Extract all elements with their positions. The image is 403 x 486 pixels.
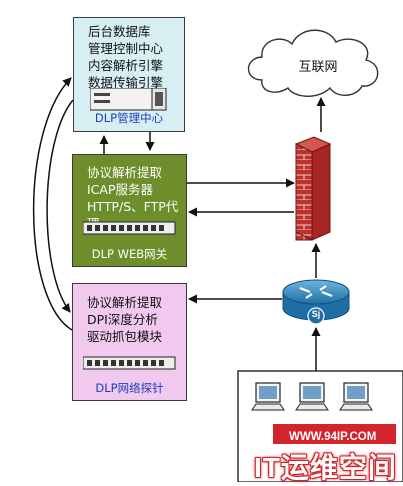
router-label: Sj [311,309,321,319]
firewall-icon [294,136,332,241]
probe-line: DPI深度分析 [87,312,158,327]
network-probe-caption: DLP网络探针 [95,381,164,395]
gateway-line: 协议解析提取 [87,165,163,180]
arrow-mgmt-probe-curve [46,99,74,313]
gateway-line: ICAP服务器 [87,182,154,197]
computer-icon [251,382,285,411]
watermark-url: WWW.94IP.COM [289,431,377,443]
management-line: 数据传输引擎 [88,75,164,90]
probe-line: 协议解析提取 [87,295,163,310]
switch-icon [83,356,176,370]
watermark-url-bg [273,424,396,444]
probe-line: 驱动抓包模块 [87,329,163,344]
web-gateway-box: 协议解析提取 ICAP服务器 HTTP/S、FTP代理 DLP WEB网关 [72,154,187,267]
internet-cloud [247,29,379,97]
web-gateway-caption: DLP WEB网关 [91,247,168,261]
computer-icon [295,382,329,411]
server-icon [90,88,167,111]
management-center-lines: 后台数据库 管理控制中心 内容解析引擎 数据传输引擎 [88,23,163,91]
management-center-caption: DLP管理中心 [94,111,164,125]
arrow-probe-mgmt-curve [32,77,73,331]
network-probe-box: 协议解析提取 DPI深度分析 驱动抓包模块 DLP网络探针 [72,283,187,401]
management-line: 内容解析引擎 [88,58,164,73]
network-probe-lines: 协议解析提取 DPI深度分析 驱动抓包模块 [87,294,162,345]
internet-label: 互联网 [298,60,338,75]
management-line: 后台数据库 [88,24,151,39]
switch-icon [83,221,176,235]
watermark-brand: IT运维空间 [254,452,397,483]
router-icon [282,279,350,325]
management-line: 管理控制中心 [88,41,164,56]
computer-icon [339,382,373,411]
management-center-box: 后台数据库 管理控制中心 内容解析引擎 数据传输引擎 DLP管理中心 [73,17,185,132]
